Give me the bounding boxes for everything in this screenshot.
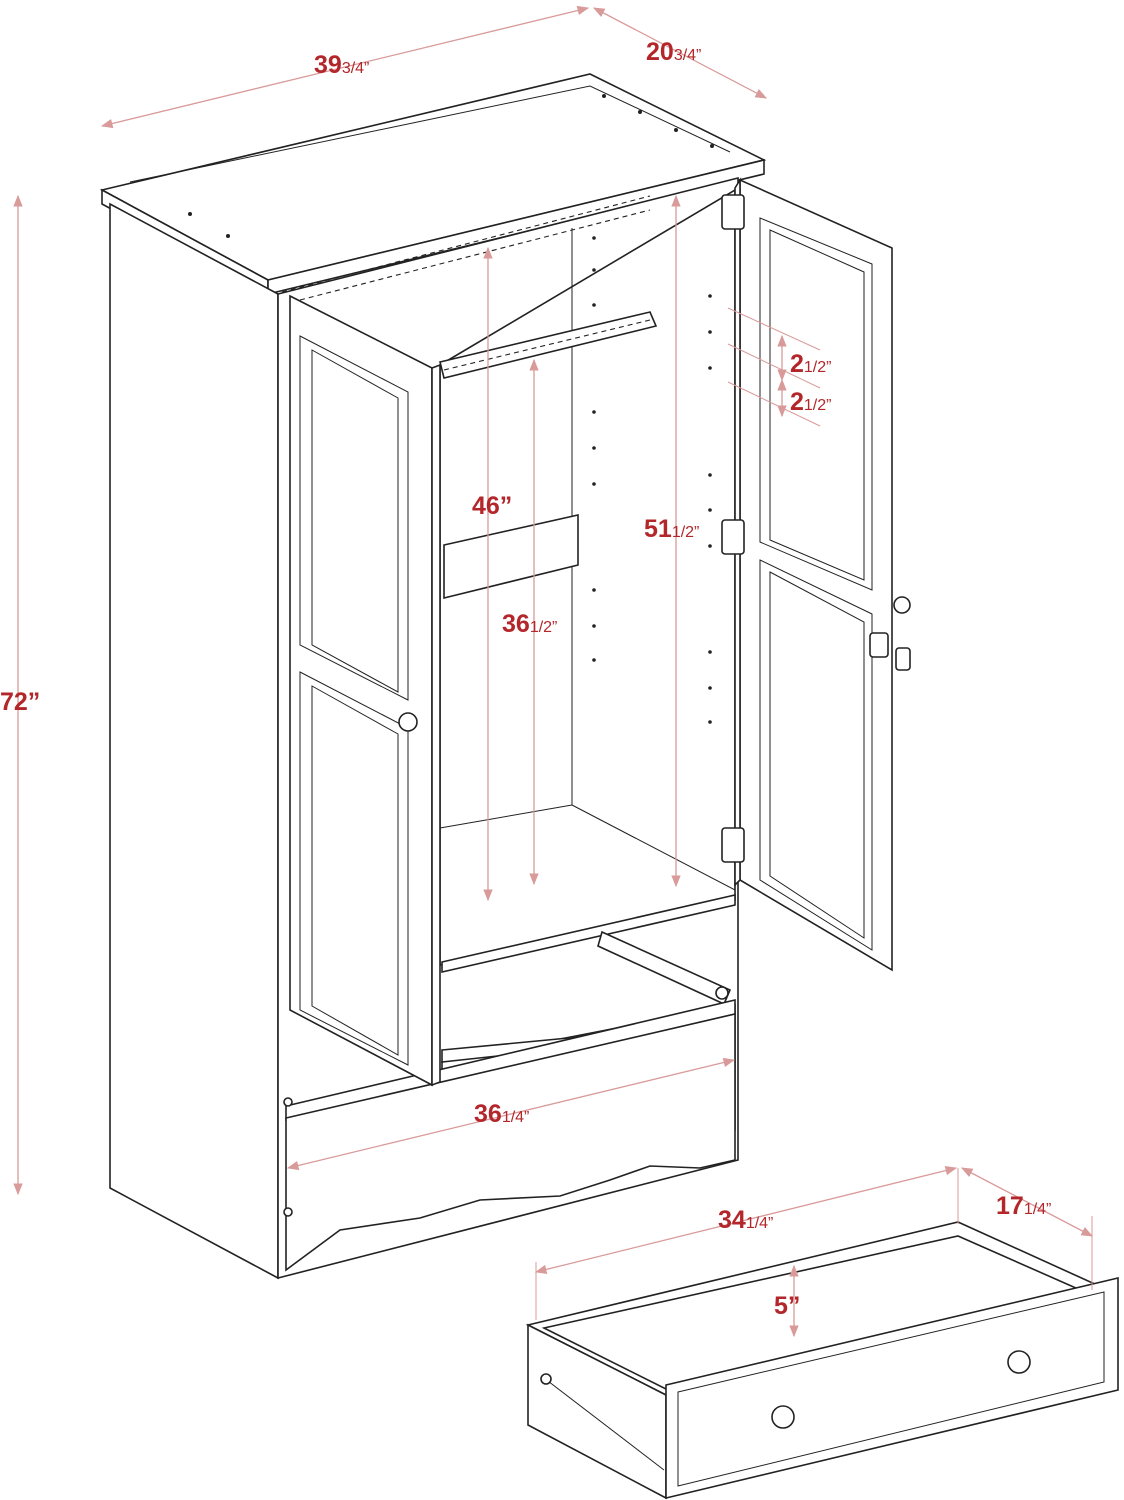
drawer-width-dimension-line <box>534 1165 958 1275</box>
drawer-height-major: 5” <box>774 1292 800 1320</box>
rod-height-fraction: 1/2” <box>530 619 558 636</box>
interior-width-label: 361/4” <box>474 1100 529 1128</box>
dimension-labels: 393/4” 203/4” 72” 21/2” 21/2” 46” 361/2”… <box>0 38 1051 1320</box>
shelf-spacing-1-fraction: 1/2” <box>804 359 832 376</box>
depth-fraction: 3/4” <box>674 47 702 64</box>
interior-height-fraction: 1/2” <box>672 524 700 541</box>
depth-label: 203/4” <box>646 38 701 66</box>
depth-major: 20 <box>646 38 674 66</box>
interior-width-fraction: 1/4” <box>502 1109 530 1126</box>
hanging-height-major: 46” <box>472 492 512 520</box>
drawer-height-label: 5” <box>774 1292 800 1320</box>
width-label: 393/4” <box>314 51 369 79</box>
rod-height-label: 361/2” <box>502 610 557 638</box>
shelf-spacing-2-label: 21/2” <box>790 388 831 416</box>
armoire-right-door <box>721 177 911 972</box>
width-fraction: 3/4” <box>342 60 370 77</box>
interior-width-major: 36 <box>474 1100 502 1128</box>
drawer-depth-fraction: 1/4” <box>1024 1201 1052 1218</box>
drawer-depth-major: 17 <box>996 1192 1024 1220</box>
interior-height-label: 511/2” <box>644 515 699 543</box>
drawer-depth-dimension-line <box>960 1167 1094 1237</box>
interior-width-dimension-line <box>286 1057 736 1171</box>
interior-height-major: 51 <box>644 515 672 543</box>
drawer-width-major: 34 <box>718 1206 746 1234</box>
armoire-left-door <box>289 294 441 1087</box>
depth-dimension-line <box>592 7 768 99</box>
shelf-pin-holes <box>592 236 712 724</box>
height-label: 72” <box>0 688 40 716</box>
shelf-spacing-1-label: 21/2” <box>790 350 831 378</box>
hanging-height-label: 46” <box>472 492 512 520</box>
drawer-width-fraction: 1/4” <box>746 1215 774 1232</box>
width-major: 39 <box>314 51 342 79</box>
armoire-left-side <box>109 202 279 1280</box>
armoire-top <box>99 73 767 296</box>
drawer-depth-label: 171/4” <box>996 1192 1051 1220</box>
width-dimension-line <box>100 5 590 129</box>
drawer-illustration <box>525 1221 1119 1500</box>
shelf-spacing-2-major: 2 <box>790 388 804 416</box>
drawer-width-label: 341/4” <box>718 1206 773 1234</box>
shelf-spacing-1-major: 2 <box>790 350 804 378</box>
dimension-lines <box>13 5 1094 1338</box>
shelf-spacing-2-fraction: 1/2” <box>804 397 832 414</box>
height-major: 72” <box>0 688 40 716</box>
armoire-illustration <box>99 73 911 1280</box>
rod-height-major: 36 <box>502 610 530 638</box>
